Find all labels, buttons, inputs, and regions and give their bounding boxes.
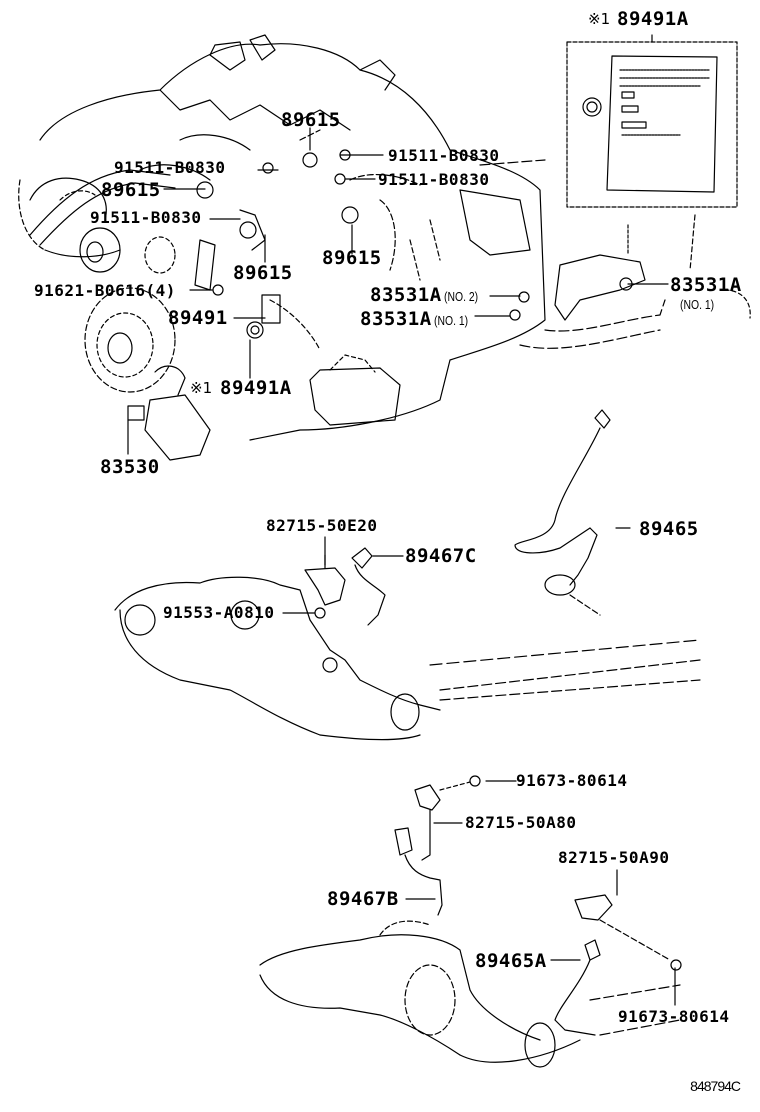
position-sublabel: (NO. 2) bbox=[444, 289, 479, 304]
part-label-89467B[interactable]: 89467B bbox=[327, 888, 399, 910]
part-label-89615[interactable]: 89615 bbox=[101, 179, 161, 201]
kit-box bbox=[566, 34, 738, 208]
part-label-91621-B0616[interactable]: 91621-B0616 bbox=[34, 281, 146, 300]
part-label-91511-B0830[interactable]: 91511-B0830 bbox=[378, 170, 490, 189]
transmission-illustration bbox=[479, 159, 751, 349]
part-label-83531A-no2[interactable]: 83531A bbox=[370, 284, 442, 306]
note-marker: ※1 bbox=[190, 379, 213, 397]
part-label-83531A-no1[interactable]: 83531A bbox=[360, 308, 432, 330]
part-label-91673-80614[interactable]: 91673-80614 bbox=[516, 771, 628, 790]
quantity-label: (4) bbox=[145, 281, 176, 300]
part-label-89615[interactable]: 89615 bbox=[322, 247, 382, 269]
part-label-82715-50E20[interactable]: 82715-50E20 bbox=[266, 516, 378, 535]
part-label-91673-80614[interactable]: 91673-80614 bbox=[618, 1007, 730, 1026]
part-label-89465[interactable]: 89465 bbox=[639, 518, 699, 540]
part-label-89615[interactable]: 89615 bbox=[233, 262, 293, 284]
part-label-91511-B0830[interactable]: 91511-B0830 bbox=[90, 208, 202, 227]
part-label-91553-A0810[interactable]: 91553-A0810 bbox=[163, 603, 275, 622]
leader-lines bbox=[127, 127, 676, 1006]
part-label-91511-B0830[interactable]: 91511-B0830 bbox=[114, 158, 226, 177]
part-label-83531A-no1-right[interactable]: 83531A bbox=[670, 274, 742, 296]
part-label-82715-50A80[interactable]: 82715-50A80 bbox=[465, 813, 577, 832]
part-label-82715-50A90[interactable]: 82715-50A90 bbox=[558, 848, 670, 867]
part-label-89491[interactable]: 89491 bbox=[168, 307, 228, 329]
position-sublabel: (NO. 1) bbox=[680, 297, 715, 312]
part-label-89465A[interactable]: 89465A bbox=[475, 950, 547, 972]
engine-illustration bbox=[18, 34, 546, 461]
note-marker: ※1 bbox=[588, 10, 611, 28]
part-label-89491A-kit[interactable]: 89491A bbox=[617, 8, 689, 30]
part-label-89467C[interactable]: 89467C bbox=[405, 545, 477, 567]
catalytic-converter-illustration bbox=[259, 781, 681, 1068]
part-label-91621-B0616-group[interactable]: 91621-B0616(4) bbox=[34, 283, 176, 301]
position-sublabel: (NO. 1) bbox=[434, 313, 469, 328]
illustration-code: 848794C bbox=[690, 1078, 741, 1094]
fastener-icons bbox=[127, 149, 682, 971]
exhaust-manifold-illustration bbox=[114, 409, 701, 741]
part-label-91511-B0830[interactable]: 91511-B0830 bbox=[388, 146, 500, 165]
part-label-89491A[interactable]: 89491A bbox=[220, 377, 292, 399]
part-label-89615[interactable]: 89615 bbox=[281, 109, 341, 131]
part-label-83530[interactable]: 83530 bbox=[100, 456, 160, 478]
